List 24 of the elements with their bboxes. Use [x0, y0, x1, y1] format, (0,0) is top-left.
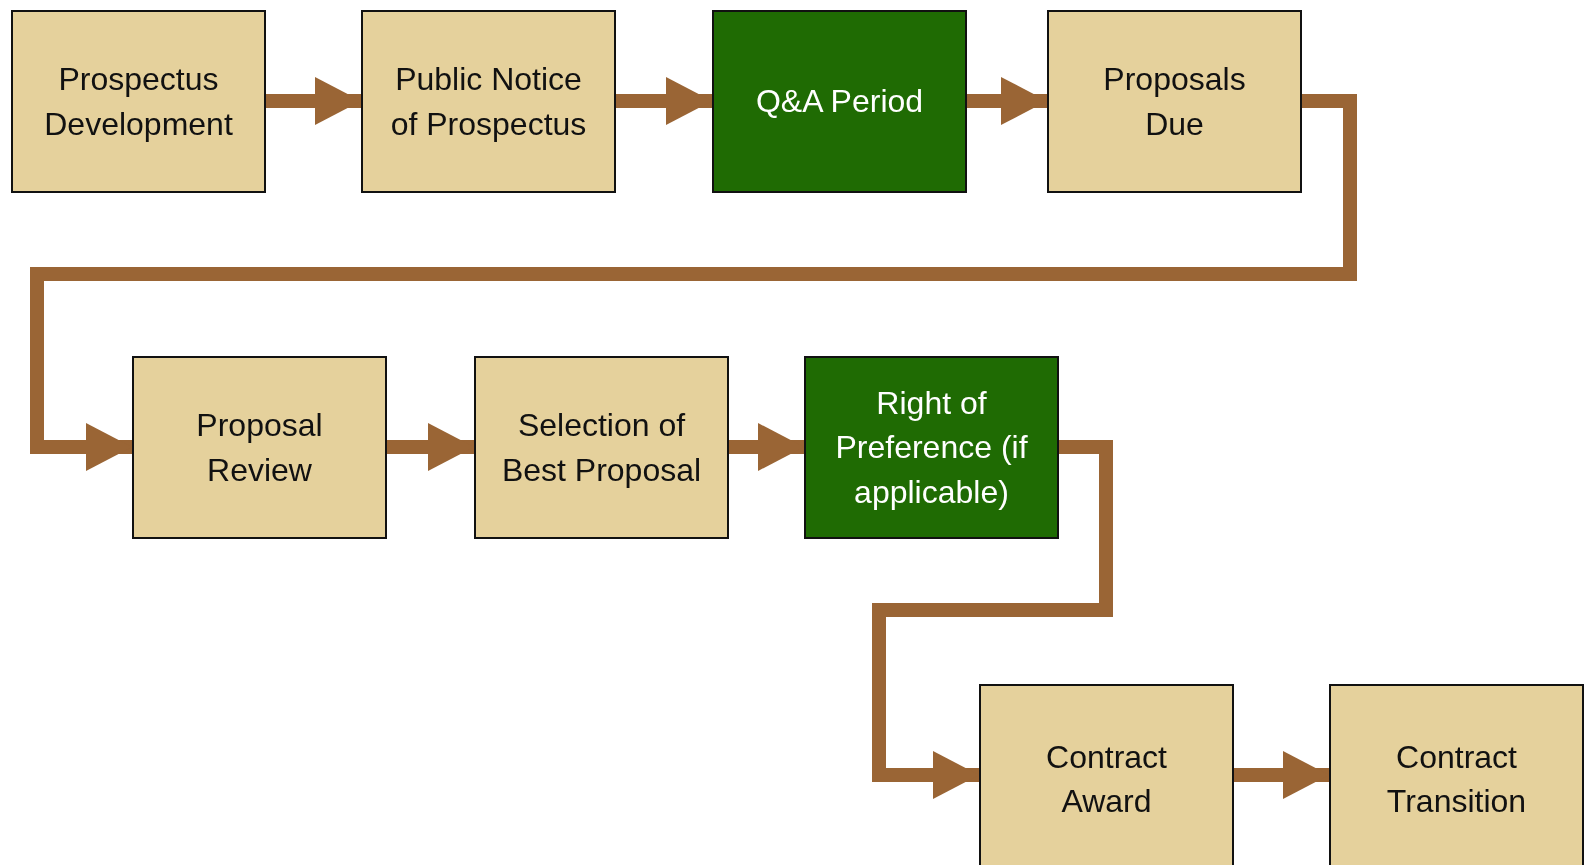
box-label: Proposals Due — [1102, 60, 1247, 144]
box-label: Proposal Review — [195, 406, 324, 490]
box-label: Contract Award — [1045, 737, 1168, 821]
arrow — [387, 423, 474, 471]
arrow — [266, 77, 361, 125]
process-box — [132, 356, 387, 539]
process-box — [1329, 684, 1584, 865]
process-box — [474, 356, 729, 539]
process-box — [361, 10, 616, 193]
box-label: Selection of Best Proposal — [500, 406, 703, 490]
process-box — [804, 356, 1059, 539]
box-label: Public Notice of Prospectus — [389, 60, 588, 144]
arrow — [616, 77, 712, 125]
box-label: Prospectus Development — [43, 60, 234, 144]
arrow — [967, 77, 1047, 125]
process-box — [1047, 10, 1302, 193]
process-box — [979, 684, 1234, 865]
process-box — [712, 10, 967, 193]
arrow — [1234, 751, 1329, 799]
process-box — [11, 10, 266, 193]
box-label: Contract Transition — [1385, 737, 1528, 821]
arrow — [729, 423, 804, 471]
box-label: Right of Preference (if applicable) — [834, 384, 1029, 512]
box-label: Q&A Period — [755, 82, 924, 122]
